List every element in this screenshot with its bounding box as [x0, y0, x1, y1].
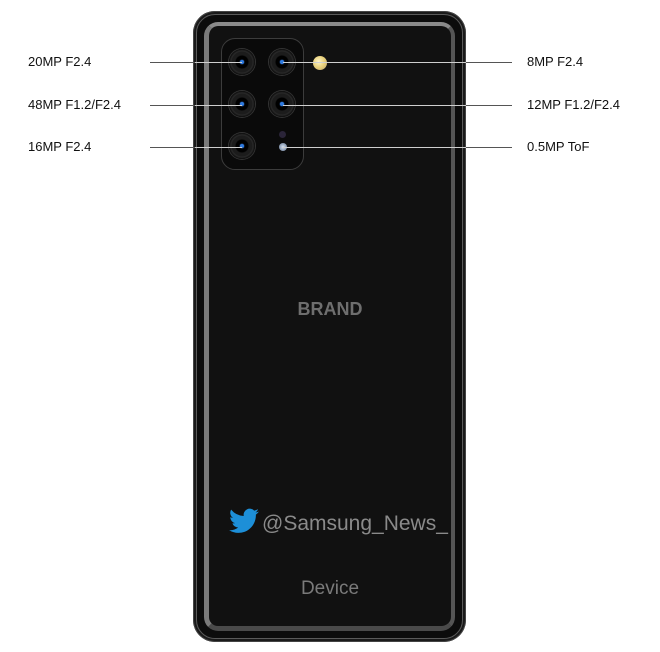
- label-left-3: 16MP F2.4: [28, 139, 92, 154]
- watermark: @Samsung_News_: [229, 508, 448, 539]
- lens-48mp: [229, 91, 255, 117]
- leader-line-right-3: [466, 147, 512, 148]
- label-left-1: 20MP F2.4: [28, 54, 92, 69]
- label-right-3: 0.5MP ToF: [527, 139, 590, 154]
- brand-text: BRAND: [297, 299, 363, 319]
- phone-outer: [193, 11, 466, 642]
- leader-line-right-3-inner: [283, 147, 466, 148]
- lens-12mp: [269, 91, 295, 117]
- leader-line-left-3-inner: [195, 147, 242, 148]
- label-right-2: 12MP F1.2/F2.4: [527, 97, 620, 112]
- twitter-bird-icon: [229, 508, 259, 539]
- leader-line-left-2: [150, 105, 195, 106]
- leader-line-right-2: [466, 105, 512, 106]
- device-text: Device: [300, 578, 360, 599]
- leader-line-right-1-inner: [283, 62, 466, 63]
- leader-line-left-2-inner: [195, 105, 242, 106]
- sensor-dot: [279, 131, 286, 138]
- leader-line-right-2-inner: [283, 105, 466, 106]
- label-right-1: 8MP F2.4: [527, 54, 584, 69]
- leader-line-left-1-inner: [195, 62, 242, 63]
- leader-line-left-3: [150, 147, 195, 148]
- leader-line-right-1: [466, 62, 512, 63]
- leader-line-left-1: [150, 62, 195, 63]
- label-left-2: 48MP F1.2/F2.4: [28, 97, 121, 112]
- flash-icon: [313, 56, 327, 70]
- lens-16mp: [229, 133, 255, 159]
- twitter-handle: @Samsung_News_: [262, 511, 448, 535]
